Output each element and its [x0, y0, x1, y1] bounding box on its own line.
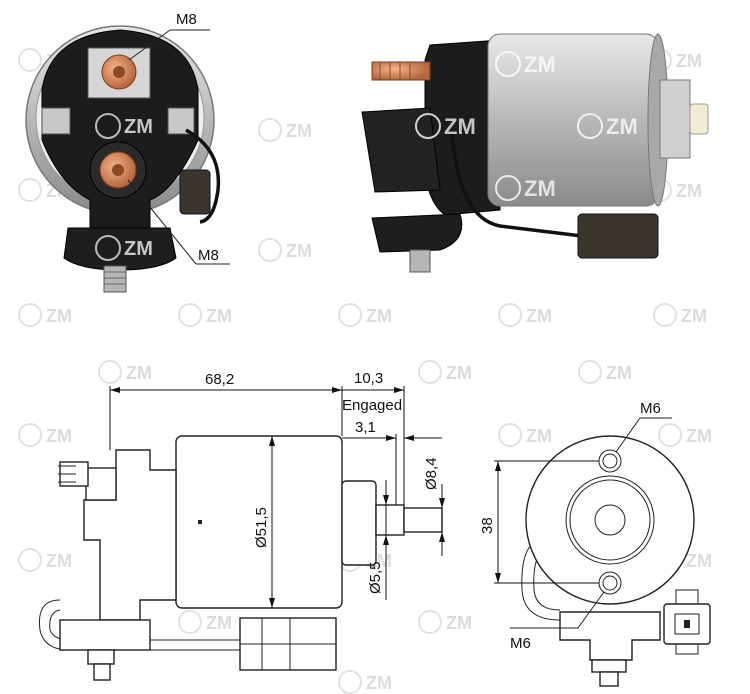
watermark-logo: ZM: [658, 423, 712, 447]
svg-text:ZM: ZM: [526, 306, 552, 326]
dim-travel: 10,3: [354, 370, 383, 387]
callout-m6-top: M6: [640, 400, 661, 417]
watermark-logo: ZM: [95, 235, 153, 261]
svg-text:ZM: ZM: [606, 363, 632, 383]
dim-body-diameter: Ø51,5: [253, 507, 270, 548]
watermark-logo: ZM: [338, 303, 392, 327]
watermark-logo: ZM: [577, 113, 638, 139]
svg-text:ZM: ZM: [124, 238, 153, 260]
watermark-logo: ZM: [98, 360, 152, 384]
photo-front-view: ZM ZM M8 M8: [25, 11, 230, 293]
svg-text:ZM: ZM: [676, 51, 702, 71]
svg-text:ZM: ZM: [206, 306, 232, 326]
svg-text:ZM: ZM: [366, 673, 392, 693]
watermark-logo: ZM: [95, 113, 153, 139]
svg-text:ZM: ZM: [446, 363, 472, 383]
svg-text:ZM: ZM: [446, 613, 472, 633]
watermark-logo: ZM: [18, 303, 72, 327]
callout-m8-top: M8: [176, 11, 197, 28]
svg-text:ZM: ZM: [46, 426, 72, 446]
watermark-logo: ZM: [418, 610, 472, 634]
svg-text:ZM: ZM: [686, 551, 712, 571]
dim-offset: 3,1: [355, 419, 376, 436]
callout-m8-bottom: M8: [198, 247, 219, 264]
svg-text:ZM: ZM: [606, 114, 638, 139]
svg-text:ZM: ZM: [124, 116, 153, 138]
watermark-logo: ZM: [258, 118, 312, 142]
watermark-logo: ZM: [18, 548, 72, 572]
watermark-logo: ZM: [418, 360, 472, 384]
watermark-logo: ZM: [178, 303, 232, 327]
dim-hole-spacing: 38: [479, 517, 496, 534]
svg-text:ZM: ZM: [366, 306, 392, 326]
dim-plunger-diameter: Ø8,4: [423, 457, 440, 490]
photo-side-view: ZM ZM ZM ZM: [361, 33, 709, 273]
svg-text:ZM: ZM: [46, 551, 72, 571]
drawing-side-view: 68,2 10,3 Engaged 3,1 Ø51,5 Ø8,4 Ø5,5: [38, 370, 445, 681]
svg-text:ZM: ZM: [681, 306, 707, 326]
watermark-logo: ZM: [495, 175, 556, 201]
watermark-logo: ZM: [498, 423, 552, 447]
watermark-logo: ZM: [258, 238, 312, 262]
terminal-upper-side: [371, 61, 431, 81]
svg-text:ZM: ZM: [526, 426, 552, 446]
svg-text:ZM: ZM: [126, 363, 152, 383]
svg-text:ZM: ZM: [676, 181, 702, 201]
watermark-logo: ZM: [653, 303, 707, 327]
watermark-logo: ZM: [338, 670, 392, 694]
callout-m6-bottom: M6: [510, 635, 531, 652]
svg-text:ZM: ZM: [686, 426, 712, 446]
svg-text:ZM: ZM: [206, 613, 232, 633]
svg-text:ZM: ZM: [524, 176, 556, 201]
svg-text:ZM: ZM: [524, 52, 556, 77]
watermark-logo: ZM: [178, 610, 232, 634]
dim-shaft-diameter: Ø5,5: [367, 561, 384, 594]
svg-text:ZM: ZM: [46, 306, 72, 326]
watermark-logo: ZM: [18, 423, 72, 447]
watermark-logo: ZM: [498, 303, 552, 327]
drawing-end-view: 38 M6 M6: [479, 400, 711, 687]
svg-text:ZM: ZM: [286, 241, 312, 261]
watermark-logo: ZM: [415, 113, 476, 139]
watermark-logo: ZM: [578, 360, 632, 384]
dim-length: 68,2: [205, 371, 234, 388]
svg-text:ZM: ZM: [444, 114, 476, 139]
svg-text:ZM: ZM: [286, 121, 312, 141]
dim-travel-note: Engaged: [342, 397, 402, 414]
watermark-logo: ZM: [495, 51, 556, 77]
